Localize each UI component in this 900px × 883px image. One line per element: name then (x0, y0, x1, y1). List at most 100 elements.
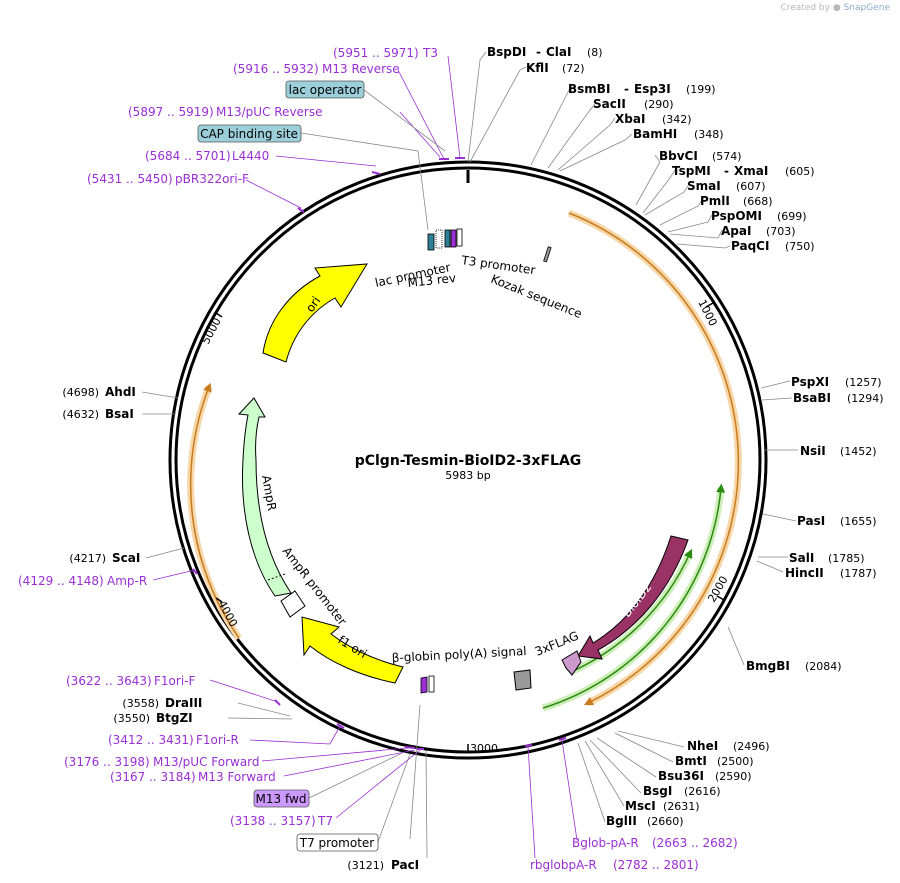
leader-lines (141, 51, 798, 859)
snapgene-credit: Created by ● SnapGene (780, 3, 890, 13)
feature-m13-rev (450, 229, 457, 248)
feature-lac-operator (444, 229, 451, 248)
enzyme-bsai-pos: (4632) (62, 408, 99, 421)
enzyme-apai-pos: (703) (766, 225, 796, 238)
enzyme-xbai-pos: (342) (662, 113, 692, 126)
credit-prefix: Created by (780, 3, 830, 13)
box-leader-lines (300, 89, 446, 843)
primer-pbr322-name: pBR322ori-F (175, 172, 249, 186)
enzyme-bspdi-pos: (8) (587, 46, 603, 59)
orf-arc-left-line (189, 382, 240, 639)
enzyme-ahdi: AhdI (105, 385, 136, 399)
enzyme-msci: MscI (625, 799, 656, 813)
enzyme-bspdi: BspDI (487, 45, 526, 59)
enzyme-bsai: BsaI (105, 407, 134, 421)
feature-polya-box (513, 669, 532, 691)
primer-m13pucfwd-name: M13/pUC Forward (153, 755, 260, 769)
feature-polya-small-white (428, 675, 435, 693)
primer-pbr322-range: (5431 .. 5450) (87, 172, 173, 186)
enzyme-pmli: PmlI (700, 194, 730, 208)
feature-ampr-promoter-arrow (280, 590, 306, 618)
primer-t7-range: (3138 .. 3157) (230, 814, 316, 828)
feature-cap-site (427, 233, 435, 251)
cap-site-box (197, 124, 302, 143)
primer-f1orir-name: F1ori-R (196, 733, 239, 747)
enzyme-bbvci-pos: (574) (712, 150, 742, 163)
feature-ampr-arrow (237, 397, 292, 597)
enzyme-hincii-pos: (1787) (840, 567, 877, 580)
enzyme-msci-pos: (2631) (663, 800, 700, 813)
enzyme-scai: ScaI (112, 551, 140, 565)
cap-site-label: CAP binding site (200, 127, 298, 141)
enzyme-paqci: PaqCI (731, 239, 769, 253)
enzyme-pasi: PasI (797, 514, 825, 528)
feature-polya-label: β-globin poly(A) signal (391, 644, 526, 665)
feature-kozak-label: Kozak sequence (489, 272, 584, 321)
enzyme-hincii: HincII (785, 566, 824, 580)
enzyme-pspomi-pos: (699) (777, 210, 807, 223)
tick-3000: 3000 (470, 742, 498, 755)
feature-t3-promoter (456, 228, 463, 247)
enzyme-btgzi-pos: (3550) (113, 712, 150, 725)
feature-polya-small-purple (420, 676, 428, 694)
enzyme-bsmbi-pos: (199) (686, 83, 716, 96)
lac-operator-box (285, 80, 365, 99)
feature-ampr-label: AmpR (259, 474, 279, 512)
enzyme-labels-left: (4698) AhdI (4632) BsaI (4217) ScaI (355… (62, 385, 419, 872)
enzyme-pspxi-pos: (1257) (845, 376, 882, 389)
enzyme-nsii: NsiI (800, 444, 826, 458)
enzyme-pmli-pos: (668) (743, 195, 773, 208)
tick-5000: 5000 (199, 316, 224, 347)
enzyme-bglii: BglII (606, 814, 637, 828)
enzyme-bmgbi: BmgBI (746, 659, 790, 673)
feature-kozak (543, 246, 552, 263)
enzyme-bsu36i-pos: (2590) (715, 770, 752, 783)
enzyme-labels-right: BspDI - ClaI (8) KflI (72) BsmBI - Esp3I… (487, 45, 884, 828)
plasmid-title: pClgn-Tesmin-BioID2-3xFLAG (355, 453, 582, 469)
enzyme-kfli-pos: (72) (562, 62, 585, 75)
enzyme-nhei: NheI (687, 739, 718, 753)
enzyme-pspomi: PspOMI (711, 209, 762, 223)
enzyme-scai-pos: (4217) (69, 552, 106, 565)
primer-labels: (5951 .. 5971) T3 (5916 .. 5932) M13 Rev… (18, 46, 738, 872)
enzyme-pspxi: PspXI (791, 375, 829, 389)
enzyme-paci-pos: (3121) (347, 859, 384, 872)
feature-f1ori-arrow (301, 616, 404, 684)
primer-bglob-range: (2663 .. 2682) (652, 836, 738, 850)
enzyme-pasi-pos: (1655) (840, 515, 877, 528)
primer-t7-name: T7 (317, 814, 333, 828)
snapgene-logo-icon: ● (832, 3, 841, 13)
primer-m13rev-range: (5916 .. 5932) (233, 62, 319, 76)
enzyme-clai: ClaI (546, 45, 571, 59)
primer-f1orir-range: (3412 .. 3431) (108, 733, 194, 747)
enzyme-xmai: XmaI (734, 164, 768, 178)
enzyme-bamhi-pos: (348) (694, 128, 724, 141)
enzyme-sacii: SacII (593, 97, 626, 111)
primer-ampr-name: Amp-R (107, 574, 147, 588)
orf-arc-green-inner-line (570, 548, 693, 673)
enzyme-tspmi: TspMI (672, 164, 711, 178)
enzyme-sep: - (724, 164, 729, 178)
m13-fwd-box (253, 789, 310, 808)
primer-m13pucrev-name: M13/pUC Reverse (216, 105, 323, 119)
enzyme-xbai: XbaI (615, 112, 645, 126)
enzyme-bsgi-pos: (2616) (684, 785, 721, 798)
feature-lac-promoter (435, 229, 443, 249)
enzyme-bglii-pos: (2660) (647, 815, 684, 828)
enzyme-smai-pos: (607) (736, 180, 766, 193)
t7-promoter-label: T7 promoter (299, 836, 375, 850)
enzyme-bmti: BmtI (675, 754, 707, 768)
enzyme-smai: SmaI (687, 179, 721, 193)
enzyme-bamhi: BamHI (633, 127, 677, 141)
ampr-promoter-overlap (267, 573, 286, 581)
orf-arc-green-outer-line (542, 483, 726, 709)
enzyme-sep: - (536, 45, 541, 59)
enzyme-btgzi: BtgZI (156, 711, 193, 725)
primer-m13fwd-range: (3167 .. 3184) (110, 770, 196, 784)
primer-l4440-range: (5684 .. 5701) (145, 149, 231, 163)
primer-l4440-name: L4440 (232, 149, 269, 163)
enzyme-bmti-pos: (2500) (717, 755, 754, 768)
orf-arc-right-line (568, 212, 740, 706)
primer-m13rev-name: M13 Reverse (322, 62, 400, 76)
enzyme-bsabi-pos: (1294) (847, 392, 884, 405)
